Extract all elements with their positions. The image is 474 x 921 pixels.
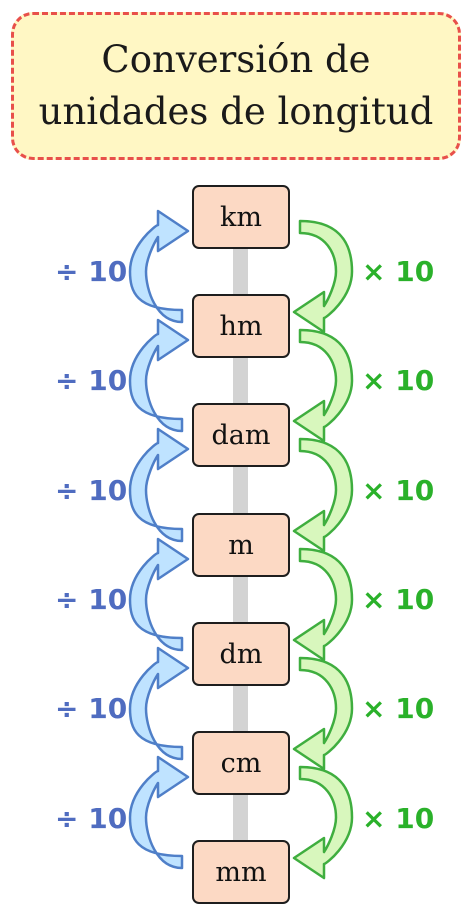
multiply-arrow-1 <box>292 219 354 334</box>
divide-arrow-5 <box>128 646 190 761</box>
unit-box-cm: cm <box>192 731 290 795</box>
multiply-label-5: × 10 <box>362 692 435 725</box>
multiply-label-2: × 10 <box>362 364 435 397</box>
unit-box-mm: mm <box>192 840 290 904</box>
unit-box-m: m <box>192 513 290 577</box>
divide-arrow-2 <box>128 318 190 433</box>
unit-box-dm: dm <box>192 622 290 686</box>
multiply-arrow-5 <box>292 656 354 771</box>
multiply-label-6: × 10 <box>362 802 435 835</box>
unit-box-hm: hm <box>192 294 290 358</box>
multiply-label-4: × 10 <box>362 583 435 616</box>
divide-arrow-6 <box>128 755 190 870</box>
divide-label-1: ÷ 10 <box>55 255 128 288</box>
multiply-arrow-6 <box>292 765 354 880</box>
divide-label-3: ÷ 10 <box>55 474 128 507</box>
divide-label-4: ÷ 10 <box>55 583 128 616</box>
unit-box-km: km <box>192 185 290 249</box>
divide-arrow-3 <box>128 427 190 543</box>
divide-label-5: ÷ 10 <box>55 692 128 725</box>
divide-arrow-4 <box>128 537 190 652</box>
multiply-label-3: × 10 <box>362 474 435 507</box>
multiply-label-1: × 10 <box>362 255 435 288</box>
title-banner: Conversión de unidades de longitud <box>11 12 461 160</box>
unit-box-dam: dam <box>192 403 290 467</box>
multiply-arrow-4 <box>292 547 354 662</box>
title-line-2: unidades de longitud <box>38 90 434 133</box>
multiply-arrow-3 <box>292 437 354 553</box>
divide-label-6: ÷ 10 <box>55 802 128 835</box>
title-line-1: Conversión de <box>101 38 371 81</box>
multiply-arrow-2 <box>292 328 354 443</box>
divide-label-2: ÷ 10 <box>55 364 128 397</box>
divide-arrow-1 <box>128 209 190 324</box>
